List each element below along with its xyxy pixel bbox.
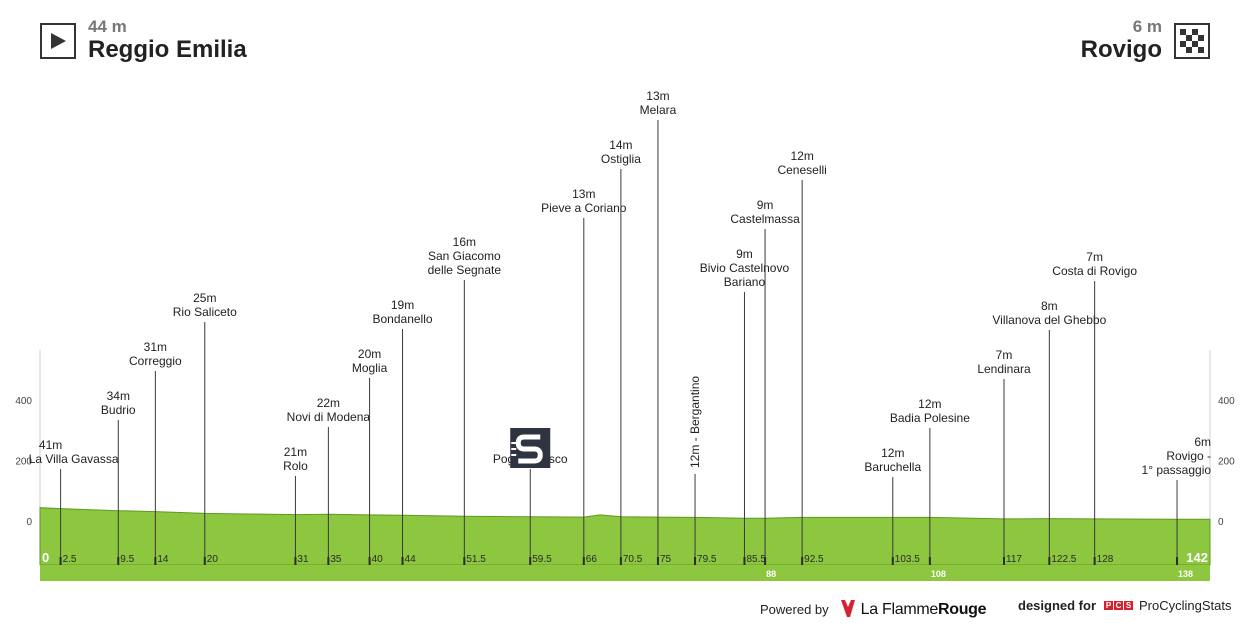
waypoint-elevation: 21m <box>284 445 307 459</box>
waypoint-name: Novi di Modena <box>287 410 371 424</box>
waypoint-name: Budrio <box>101 403 136 417</box>
waypoint-elevation: 20m <box>358 347 381 361</box>
waypoint-elevation: 16m <box>453 235 476 249</box>
y-tick-label-right: 0 <box>1218 517 1224 528</box>
powered-by: Powered by La FlammeRouge <box>760 598 987 621</box>
km-label: 9.5 <box>120 554 134 565</box>
waypoint-name: Rio Saliceto <box>173 305 237 319</box>
km-label: 92.5 <box>804 554 824 565</box>
waypoint-name: delle Segnate <box>428 263 502 277</box>
km-label: 103.5 <box>895 554 920 565</box>
km-label: 35 <box>330 554 342 565</box>
waypoint-name: Bariano <box>724 275 766 289</box>
waypoint-name: Costa di Rovigo <box>1052 264 1137 278</box>
km-label: 44 <box>405 554 417 565</box>
start-header: 44 m Reggio Emilia <box>40 18 247 64</box>
waypoint-name: Lendinara <box>977 362 1031 376</box>
km-label: 40 <box>372 554 384 565</box>
waypoint-label-vertical: 12m - Bergantino <box>688 376 702 468</box>
waypoint-name: Castelmassa <box>730 212 800 226</box>
km-label-lower: 88 <box>766 569 776 579</box>
y-tick-label-right: 400 <box>1218 396 1235 407</box>
km-label: 66 <box>586 554 598 565</box>
km-label: 79.5 <box>697 554 717 565</box>
waypoint-name: Rovigo - <box>1166 449 1211 463</box>
waypoint-elevation: 14m <box>609 138 632 152</box>
y-tick-label-left: 200 <box>15 456 32 467</box>
waypoint-elevation: 9m <box>736 247 753 261</box>
procyclingstats-logo[interactable]: ProCyclingStats <box>1139 598 1232 613</box>
waypoint-name: Badia Polesine <box>890 411 970 425</box>
km-label: 142 <box>1186 550 1208 565</box>
waypoint-name: Correggio <box>129 354 182 368</box>
km-label: 117 <box>1006 554 1022 565</box>
waypoint-elevation: 7m <box>1086 250 1103 264</box>
waypoint-name: Moglia <box>352 361 388 375</box>
start-name: Reggio Emilia <box>88 36 247 63</box>
waypoint-elevation: 19m <box>391 298 414 312</box>
waypoint-name: Rolo <box>283 459 308 473</box>
waypoint-name: Bivio Castelnovo <box>700 261 790 275</box>
waypoint-elevation: 41m <box>39 438 62 452</box>
waypoint-elevation: 13m <box>572 187 595 201</box>
waypoint-elevation: 9m <box>757 198 774 212</box>
waypoint-elevation: 22m <box>317 396 340 410</box>
flame-icon <box>839 598 857 621</box>
km-label: 20 <box>207 554 219 565</box>
km-label: 59.5 <box>532 554 552 565</box>
waypoint-name: Baruchella <box>864 460 921 474</box>
waypoint-name: Ostiglia <box>601 152 641 166</box>
waypoint-name: 1° passaggio <box>1142 463 1212 477</box>
km-label: 85.5 <box>746 554 766 565</box>
y-tick-label-left: 0 <box>26 517 32 528</box>
km-label: 51.5 <box>466 554 486 565</box>
waypoint-elevation: 6m <box>1194 435 1211 449</box>
km-label: 2.5 <box>63 554 77 565</box>
km-label: 70.5 <box>623 554 643 565</box>
waypoint-name: Bondanello <box>373 312 433 326</box>
km-label-lower: 108 <box>931 569 946 579</box>
km-label: 0 <box>42 550 49 565</box>
waypoint-name: Villanova del Ghebbo <box>992 313 1106 327</box>
km-label: 75 <box>660 554 672 565</box>
km-label: 31 <box>297 554 309 565</box>
km-label: 122.5 <box>1051 554 1076 565</box>
play-icon <box>40 23 76 59</box>
waypoint-elevation: 25m <box>193 291 216 305</box>
y-tick-label-right: 200 <box>1218 456 1235 467</box>
finish-name: Rovigo <box>1080 36 1162 63</box>
y-tick-label-left: 400 <box>15 396 32 407</box>
distance-bar <box>40 565 1210 581</box>
waypoint-elevation: 12m <box>790 149 813 163</box>
waypoint-elevation: 34m <box>107 389 130 403</box>
waypoint-name: La Villa Gavassa <box>29 452 119 466</box>
sprint-logo-icon <box>510 428 551 468</box>
waypoint-elevation: 31m <box>144 340 167 354</box>
waypoint-name: Ceneselli <box>777 163 826 177</box>
designed-for-label: designed for <box>1018 598 1097 613</box>
powered-by-label: Powered by <box>760 602 829 617</box>
start-elevation: 44 m <box>88 17 127 36</box>
finish-elevation: 6 m <box>1132 17 1162 36</box>
waypoint-elevation: 13m <box>646 89 669 103</box>
waypoint-elevation: 12m <box>881 446 904 460</box>
km-label-lower: 138 <box>1178 569 1193 579</box>
km-label: 14 <box>157 554 169 565</box>
checkered-flag-icon <box>1174 23 1210 59</box>
waypoint-name: San Giacomo <box>428 249 501 263</box>
finish-header: 6 m Rovigo <box>1081 18 1210 64</box>
km-label: 128 <box>1097 554 1114 565</box>
waypoint-elevation: 12m <box>918 397 941 411</box>
la-flamme-rouge-logo[interactable]: La FlammeRouge <box>860 600 987 618</box>
waypoint-elevation: 7m <box>996 348 1013 362</box>
waypoint-name: Melara <box>640 103 677 117</box>
waypoint-elevation: 8m <box>1041 299 1058 313</box>
waypoint-name: Pieve a Coriano <box>541 201 627 215</box>
